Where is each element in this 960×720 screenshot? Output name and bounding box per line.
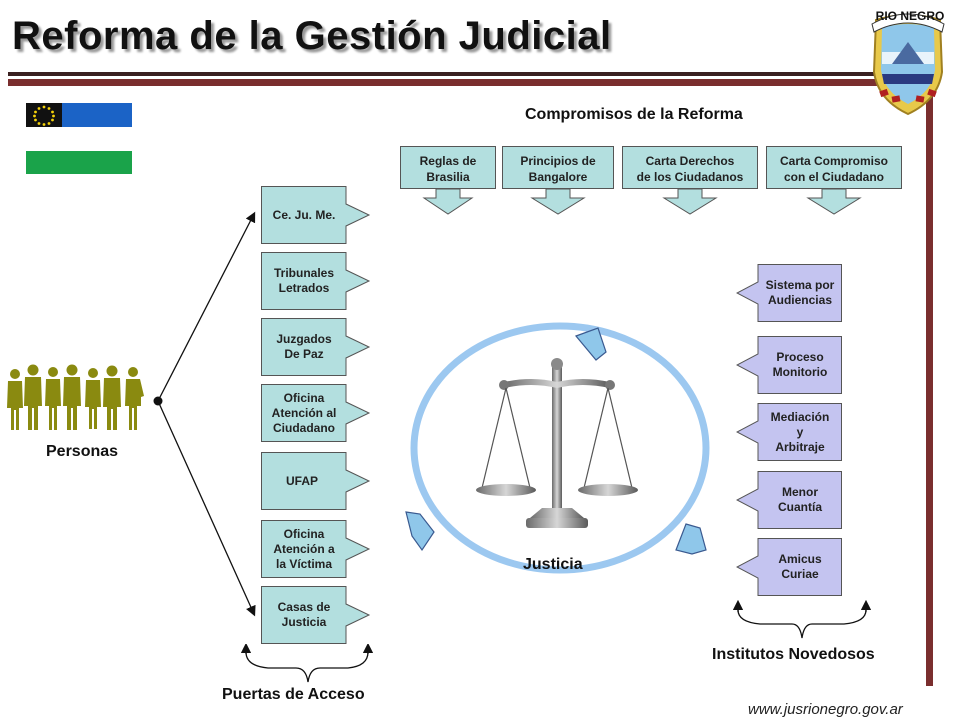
justice-cycle-diagram xyxy=(405,322,710,574)
institute-label: Proceso Monitorio xyxy=(772,350,828,379)
gate-ufap: UFAP xyxy=(261,452,371,510)
institute-label: Menor Cuantía xyxy=(777,485,822,514)
institute-label: Sistema por Audiencias xyxy=(765,278,835,307)
institute-proceso-monitorio: Proceso Monitorio xyxy=(736,336,842,394)
green-flag-bar xyxy=(26,151,132,174)
rio-negro-emblem xyxy=(871,13,945,116)
gate-oficina-atencion-victima: Oficina Atención a la Víctima xyxy=(261,520,371,578)
gate-label: UFAP xyxy=(285,473,318,488)
page-title: Reforma de la Gestión Judicial xyxy=(12,14,612,58)
gate-tribunales-letrados: Tribunales Letrados xyxy=(261,252,371,310)
people-connector-lines xyxy=(153,211,256,617)
commitment-carta-derechos: Carta Derechos de los Ciudadanos xyxy=(622,146,758,216)
gate-label: Tribunales Letrados xyxy=(273,266,335,295)
people-group-icon xyxy=(7,364,144,430)
institutes-brace xyxy=(732,600,872,639)
commitment-reglas-brasilia: Reglas de Brasilia xyxy=(400,146,496,216)
right-accent-bar xyxy=(926,86,933,686)
commitment-label: Carta Compromiso con el Ciudadano xyxy=(779,154,889,184)
commitment-label: Carta Derechos de los Ciudadanos xyxy=(636,154,744,184)
access-title: Puertas de Acceso xyxy=(222,686,365,703)
institute-sistema-audiencias: Sistema por Audiencias xyxy=(736,264,842,322)
gate-label: Ce. Ju. Me. xyxy=(272,207,336,222)
gate-casas-de-justicia: Casas de Justicia xyxy=(261,586,371,644)
gate-ce-ju-me: Ce. Ju. Me. xyxy=(261,186,371,244)
commitment-label: Reglas de Brasilia xyxy=(419,154,477,184)
gate-label: Oficina Atención al Ciudadano xyxy=(271,390,337,435)
gate-juzgados-de-paz: Juzgados De Paz xyxy=(261,318,371,376)
institute-label: Amicus Curiae xyxy=(778,552,822,581)
eu-flag-icon xyxy=(26,103,132,127)
institute-menor-cuantia: Menor Cuantía xyxy=(736,471,842,529)
commitment-label: Principios de Bangalore xyxy=(520,154,596,184)
gate-label: Juzgados De Paz xyxy=(276,332,332,361)
emblem-text: RIO NEGRO xyxy=(875,9,945,23)
commitment-principios-bangalore: Principios de Bangalore xyxy=(502,146,614,216)
commitment-carta-compromiso: Carta Compromiso con el Ciudadano xyxy=(766,146,902,216)
gate-oficina-atencion-ciudadano: Oficina Atención al Ciudadano xyxy=(261,384,371,442)
commitments-title: Compromisos de la Reforma xyxy=(525,106,743,123)
header-divider xyxy=(8,72,934,76)
access-brace xyxy=(240,644,374,683)
gate-label: Oficina Atención a la Víctima xyxy=(273,526,335,571)
institute-amicus-curiae: Amicus Curiae xyxy=(736,538,842,596)
gate-label: Casas de Justicia xyxy=(277,600,331,629)
footer-url[interactable]: www.jusrionegro.gov.ar xyxy=(748,701,903,718)
institute-mediacion-arbitraje: Mediación y Arbitraje xyxy=(736,403,842,461)
header-accent-bar xyxy=(8,79,934,86)
scale-of-justice-icon xyxy=(476,358,638,528)
justice-label: Justicia xyxy=(523,556,583,573)
institute-label: Mediación y Arbitraje xyxy=(770,409,830,454)
people-label: Personas xyxy=(46,443,119,460)
institutes-title: Institutos Novedosos xyxy=(712,646,875,663)
